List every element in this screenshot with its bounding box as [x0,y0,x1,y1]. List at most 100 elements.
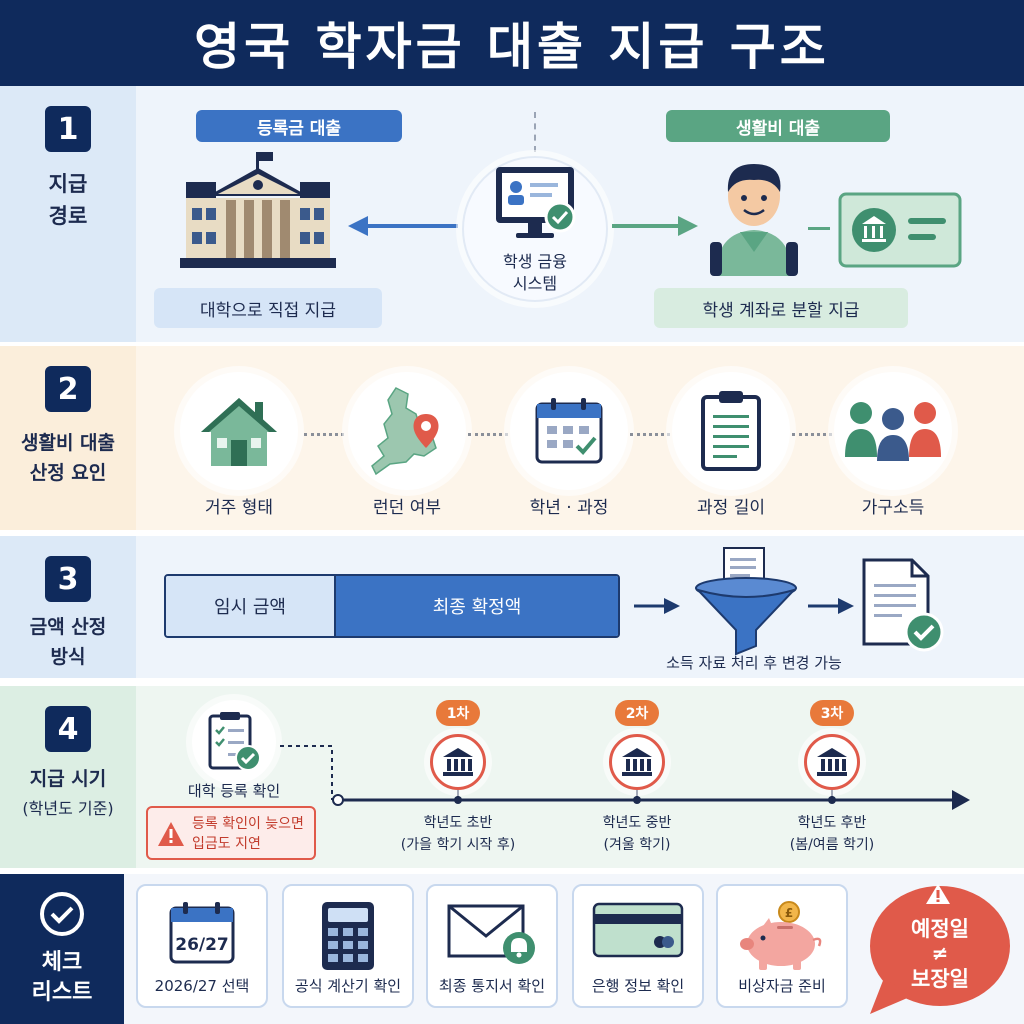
warning-line2: 입금도 지연 [192,836,261,852]
factor-london-label: 런던 여부 [373,498,441,518]
tuition-destination-label: 대학으로 직접 지급 [154,288,382,328]
factor-housing [180,372,298,490]
living-loan-pill: 생활비 대출 [666,110,890,142]
installment-1-label: 학년도 초반 (가을 학기 시작 후) [400,815,516,853]
bank-icon [443,748,473,776]
section-label: 생활비 대출 산정 요인 [20,432,115,484]
family-icon [845,402,941,461]
checklist-item-label: 최종 통지서 확인 [438,977,546,995]
bank-icon [622,748,652,776]
divider-line [534,112,536,152]
installment-2-label: 학년도 중반 (겨울 학기) [602,815,672,853]
income-note: 소득 자료 처리 후 변경 가능 [666,654,842,672]
factor-year-course [510,372,628,490]
section-payment-timing: 4 지급 시기 (학년도 기준) 대학 등록 확인 [0,686,1024,868]
check-circle-icon [40,892,84,936]
factor-year-course-label: 학년 · 과정 [529,498,609,518]
section-checklist: 체크 리스트 26/27 2026/27 선택 공식 계산기 [0,874,1024,1024]
calendar-icon [535,398,603,464]
factor-household-income [834,372,952,490]
installment-1-badge: 1차 [436,700,480,726]
section-number: 4 [45,706,91,752]
calendar-year-text: 26/27 [175,935,229,955]
enrollment-check-node [192,700,276,784]
section-4-sidebar: 4 지급 시기 (학년도 기준) [0,686,136,868]
installment-2-badge: 2차 [615,700,659,726]
living-destination-label: 학생 계좌로 분할 지급 [654,288,908,328]
arrow-right-icon [808,598,854,614]
warning-line1: 등록 확인이 늦으면 [192,816,304,832]
computer-icon [496,167,576,238]
warning-icon [158,822,184,846]
section-label: 지급 시기 (학년도 기준) [22,768,114,818]
arrow-right-icon [634,598,680,614]
bubble-line1: 예정일 [911,917,969,941]
student-finance-system-node: 학생 금융 시스템 [462,156,608,302]
dotted-connector [792,433,832,436]
page-header: 영국 학자금 대출 지급 구조 [0,0,1024,86]
expected-vs-guaranteed-bubble: 예정일 ≠ 보장일 [870,884,1010,1014]
provisional-amount: 임시 금액 [166,576,336,636]
factor-housing-label: 거주 형태 [205,498,273,518]
checklist-label: 체크 리스트 [31,950,93,1005]
checklist-item-final-notice: 최종 통지서 확인 [426,884,558,1008]
section-1-sidebar: 1 지급 경로 [0,86,136,342]
dotted-connector [630,433,670,436]
bubble-line3: 보장일 [911,967,969,991]
dotted-connector [468,433,508,436]
factor-london [348,372,466,490]
checklist-icon [208,712,261,771]
section-number: 3 [45,556,91,602]
checklist-item-bank-info: 은행 정보 확인 [572,884,704,1008]
connector-line [808,227,830,230]
bank-card-icon [592,902,684,958]
installment-1-node [430,734,486,790]
system-label-line2: 시스템 [512,274,558,293]
section-3-sidebar: 3 금액 산정 방식 [0,536,136,678]
amount-bar: 임시 금액 최종 확정액 [164,574,620,638]
factor-course-length-label: 과정 길이 [697,498,765,518]
factor-household-income-label: 가구소득 [861,498,925,518]
house-icon [201,398,277,466]
section-number: 2 [45,366,91,412]
checklist-item-label: 2026/27 선택 [154,977,250,995]
checklist-item-year: 26/27 2026/27 선택 [136,884,268,1008]
section-label: 금액 산정 방식 [29,616,107,668]
checklist-item-label: 공식 계산기 확인 [294,977,402,995]
map-pin-icon [371,387,439,476]
installment-3-node [804,734,860,790]
section-1-content: 등록금 대출 생활비 대출 [136,86,1024,342]
section-2-sidebar: 2 생활비 대출 산정 요인 [0,346,136,530]
envelope-bell-icon [447,904,535,964]
system-label-line1: 학생 금융 [503,252,567,271]
bubble-line2: ≠ [932,941,949,965]
funnel-icon [694,547,798,656]
student-icon [710,164,798,276]
page-title: 영국 학자금 대출 지급 구조 [194,18,830,76]
enrollment-check-label: 대학 등록 확인 [187,782,281,800]
approved-document-icon [862,558,944,652]
factor-course-length [672,372,790,490]
timeline-axis [280,745,970,810]
tuition-loan-pill: 등록금 대출 [196,110,402,142]
clipboard-icon [701,391,761,471]
svg-text:£: £ [785,906,793,920]
checklist-item-calculator: 공식 계산기 확인 [282,884,414,1008]
installment-2-node [609,734,665,790]
calendar-icon: 26/27 [169,902,235,964]
calculator-icon [322,902,374,970]
section-payment-route: 1 지급 경로 등록금 대출 생활비 대출 [0,86,1024,342]
installment-3-badge: 3차 [810,700,854,726]
section-amount-method: 3 금액 산정 방식 임시 금액 최종 확정액 [0,536,1024,678]
checklist-item-label: 비상자금 준비 [738,977,826,995]
dotted-connector [304,433,344,436]
checklist-item-label: 은행 정보 확인 [591,977,685,995]
section-4-content: 대학 등록 확인 등록 확인이 늦으면 입금도 지연 [136,686,1024,868]
delay-warning: 등록 확인이 늦으면 입금도 지연 [146,806,316,860]
arrow-right-icon [612,216,698,236]
section-label: 지급 경로 [48,172,88,228]
checklist-item-emergency-fund: £ 비상자금 준비 [716,884,848,1008]
final-amount: 최종 확정액 [336,576,618,636]
bank-icon [817,748,847,776]
section-number: 1 [45,106,91,152]
